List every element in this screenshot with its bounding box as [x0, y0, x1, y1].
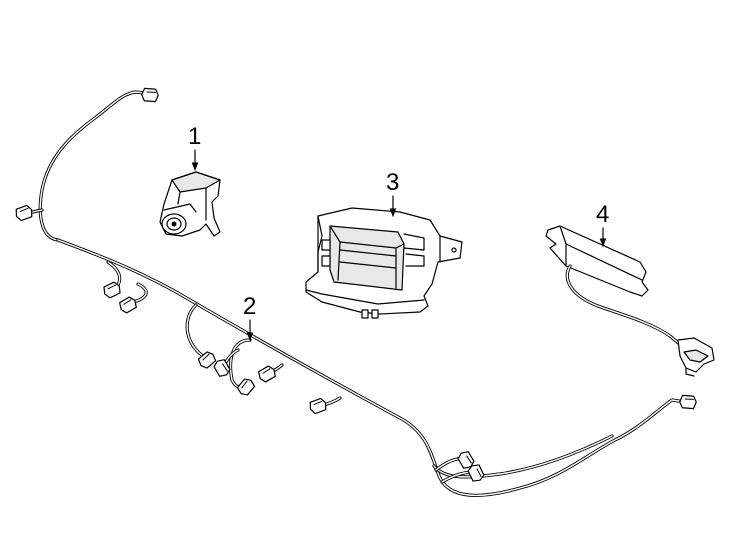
callout-label-4: 4 [596, 201, 609, 228]
callout-4: 4 [596, 201, 609, 247]
callout-2: 2 [243, 293, 256, 341]
control-module [305, 207, 463, 319]
wiring-harness [14, 85, 699, 498]
callout-label-1: 1 [188, 123, 201, 150]
callout-1: 1 [188, 123, 201, 171]
sensor-module [545, 225, 715, 377]
callout-label-3: 3 [386, 169, 399, 196]
camera-unit [159, 171, 221, 237]
callout-label-2: 2 [243, 293, 256, 320]
callout-3: 3 [386, 169, 399, 217]
